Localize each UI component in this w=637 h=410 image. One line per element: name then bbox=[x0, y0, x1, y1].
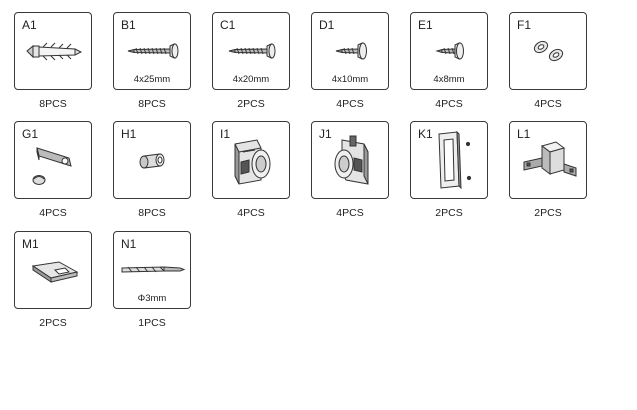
part-size: 4x8mm bbox=[433, 74, 465, 85]
part-box: L1 bbox=[509, 121, 587, 199]
part-code: I1 bbox=[220, 127, 231, 141]
part-code: H1 bbox=[121, 127, 137, 141]
part-code: B1 bbox=[121, 18, 136, 32]
screw-icon bbox=[228, 43, 276, 59]
part-box: K1 bbox=[410, 121, 488, 199]
part-qty: 4PCS bbox=[336, 207, 364, 219]
part-size: 4x25mm bbox=[133, 74, 171, 85]
part-box: J1 bbox=[311, 121, 389, 199]
part-qty: 8PCS bbox=[138, 98, 166, 110]
part-box: A1 bbox=[14, 12, 92, 90]
part-code: N1 bbox=[121, 237, 137, 251]
part-code: G1 bbox=[22, 127, 39, 141]
part-code: A1 bbox=[22, 18, 37, 32]
washer-icon bbox=[533, 40, 564, 62]
part-qty: 4PCS bbox=[237, 207, 265, 219]
part-code: C1 bbox=[220, 18, 236, 32]
part-box: B1 4x25mm bbox=[113, 12, 191, 90]
wall-anchor-icon bbox=[26, 42, 83, 61]
short-screw-icon bbox=[335, 42, 367, 60]
part-qty: 4PCS bbox=[336, 98, 364, 110]
part-box: M1 bbox=[14, 231, 92, 309]
part-qty: 1PCS bbox=[138, 317, 166, 329]
part-qty: 8PCS bbox=[39, 98, 67, 110]
part-code: K1 bbox=[418, 127, 433, 141]
part-code: J1 bbox=[319, 127, 332, 141]
clip-icon bbox=[31, 261, 79, 283]
part-size: Φ3mm bbox=[137, 293, 167, 304]
part-qty: 4PCS bbox=[534, 98, 562, 110]
part-box: C1 4x20mm bbox=[212, 12, 290, 90]
roller-left-icon bbox=[234, 139, 271, 185]
roller-right-icon bbox=[334, 135, 369, 185]
corner-connector-icon bbox=[523, 141, 577, 177]
part-box: F1 bbox=[509, 12, 587, 90]
part-qty: 2PCS bbox=[237, 98, 265, 110]
part-qty: 8PCS bbox=[138, 207, 166, 219]
part-qty: 2PCS bbox=[435, 207, 463, 219]
part-code: E1 bbox=[418, 18, 433, 32]
bracket-cap-icon bbox=[32, 147, 72, 185]
part-code: L1 bbox=[517, 127, 531, 141]
bushing-icon bbox=[139, 153, 165, 169]
part-code: D1 bbox=[319, 18, 335, 32]
part-size: 4x20mm bbox=[232, 74, 270, 85]
part-code: F1 bbox=[517, 18, 532, 32]
part-box: G1 bbox=[14, 121, 92, 199]
part-qty: 2PCS bbox=[39, 317, 67, 329]
part-box: D1 4x10mm bbox=[311, 12, 389, 90]
part-box: H1 bbox=[113, 121, 191, 199]
part-qty: 4PCS bbox=[435, 98, 463, 110]
handle-icon bbox=[438, 130, 472, 190]
long-screw-icon bbox=[127, 43, 179, 59]
part-box: E1 4x8mm bbox=[410, 12, 488, 90]
part-code: M1 bbox=[22, 237, 39, 251]
tiny-screw-icon bbox=[435, 42, 464, 60]
part-qty: 4PCS bbox=[39, 207, 67, 219]
drill-bit-icon bbox=[121, 266, 186, 273]
part-qty: 2PCS bbox=[534, 207, 562, 219]
part-box: N1 Φ3mm bbox=[113, 231, 191, 309]
part-box: I1 bbox=[212, 121, 290, 199]
part-size: 4x10mm bbox=[331, 74, 369, 85]
